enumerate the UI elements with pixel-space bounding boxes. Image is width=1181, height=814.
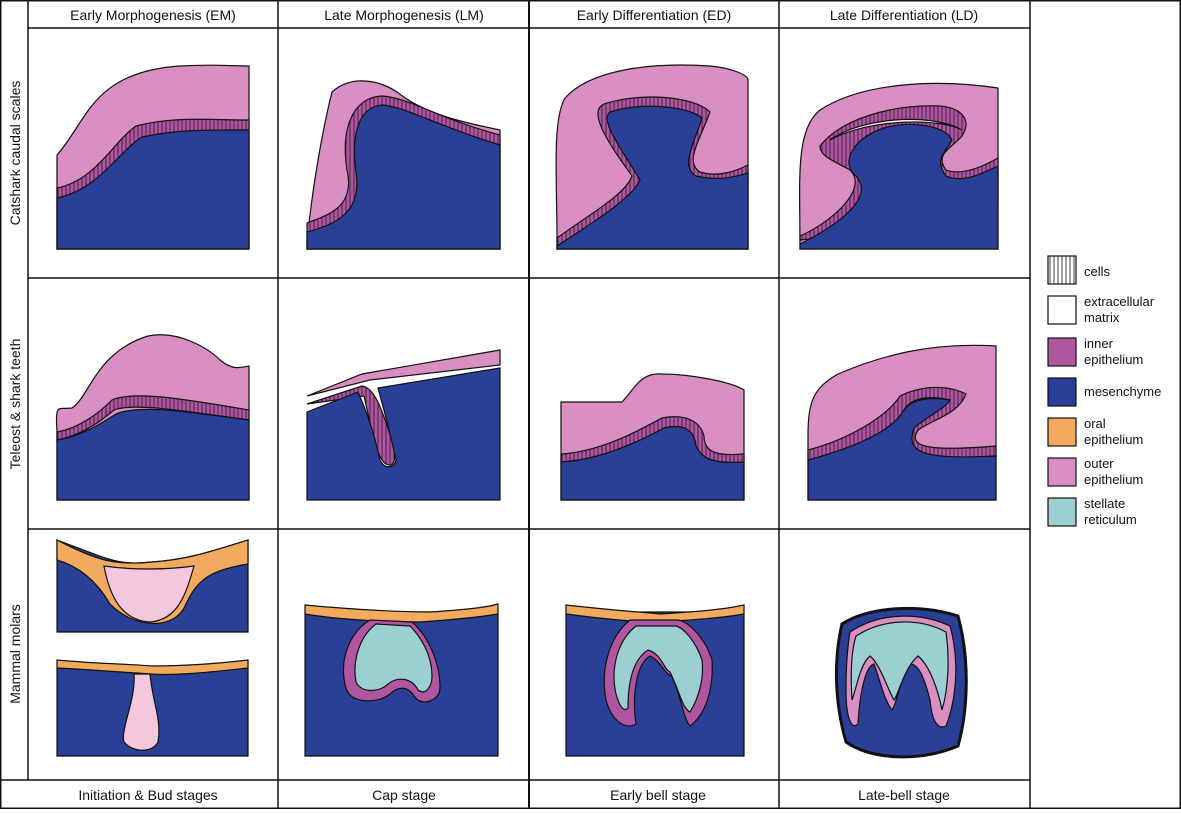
legend-item-outer-epithelium: outer epithelium <box>1047 456 1143 487</box>
svg-text:outer: outer <box>1084 456 1114 471</box>
legend-swatch-5 <box>1047 457 1077 487</box>
column-header: Early Differentiation (ED) <box>577 7 732 23</box>
column-header: Early Morphogenesis (EM) <box>70 7 236 23</box>
svg-text:epithelium: epithelium <box>1084 432 1143 447</box>
svg-text:oral: oral <box>1084 416 1106 431</box>
row-label: Teleost & shark teeth <box>7 339 23 470</box>
svg-text:stellate: stellate <box>1084 496 1125 511</box>
legend-item-mesenchyme: mesenchyme <box>1047 377 1161 407</box>
em-scale-illustration <box>56 64 250 250</box>
stage-label: Early bell stage <box>610 787 706 803</box>
ld-scale-illustration <box>798 82 999 250</box>
svg-text:matrix: matrix <box>1084 310 1120 325</box>
ld-tooth-illustration <box>807 344 997 501</box>
row-label: Catshark caudal scales <box>7 81 23 226</box>
svg-text:epithelium: epithelium <box>1084 472 1143 487</box>
legend-item-inner-epithelium: inner epithelium <box>1047 336 1143 367</box>
legend-item-oral-epithelium: oral epithelium <box>1047 416 1143 447</box>
stage-label: Cap stage <box>372 787 436 803</box>
stage-labels: Initiation & Bud stages Cap stage Early … <box>78 787 950 803</box>
svg-text:extracellular: extracellular <box>1084 294 1155 309</box>
legend-item-cells: cells <box>1047 255 1111 285</box>
column-header: Late Morphogenesis (LM) <box>324 7 484 23</box>
cap-stage-illustration <box>304 603 499 757</box>
legend-swatch-4 <box>1047 417 1077 447</box>
legend-item-stellate-reticulum: stellate reticulum <box>1047 496 1137 527</box>
stage-label: Initiation & Bud stages <box>78 787 217 803</box>
early-bell-stage-illustration <box>565 604 745 757</box>
em-tooth-illustration <box>55 334 250 501</box>
column-headers: Early Morphogenesis (EM) Late Morphogene… <box>70 7 978 23</box>
legend: cells extracellular matrix inner epithel… <box>1047 255 1161 527</box>
stage-label: Late-bell stage <box>858 787 950 803</box>
legend-swatch-3 <box>1047 377 1077 407</box>
svg-text:reticulum: reticulum <box>1084 512 1137 527</box>
lm-scale-illustration <box>306 80 501 250</box>
lm-tooth-illustration <box>306 349 501 501</box>
svg-text:inner: inner <box>1084 336 1114 351</box>
legend-swatch-2 <box>1047 337 1077 367</box>
row-labels: Catshark caudal scales Teleost & shark t… <box>7 81 23 704</box>
legend-swatch-1 <box>1047 295 1077 325</box>
initiation-stage-illustration <box>56 539 249 633</box>
svg-text:cells: cells <box>1084 264 1111 279</box>
ed-scale-illustration <box>555 64 749 250</box>
legend-item-extracellular-matrix: extracellular matrix <box>1047 294 1155 325</box>
legend-swatch-6 <box>1047 497 1077 527</box>
svg-text:mesenchyme: mesenchyme <box>1084 384 1161 399</box>
ed-tooth-illustration <box>560 373 745 501</box>
bud-stage-illustration <box>56 659 249 757</box>
column-header: Late Differentiation (LD) <box>830 7 978 23</box>
late-bell-stage-illustration <box>834 606 968 759</box>
row-label: Mammal molars <box>7 604 23 704</box>
illustrations <box>55 64 999 759</box>
svg-text:epithelium: epithelium <box>1084 352 1143 367</box>
